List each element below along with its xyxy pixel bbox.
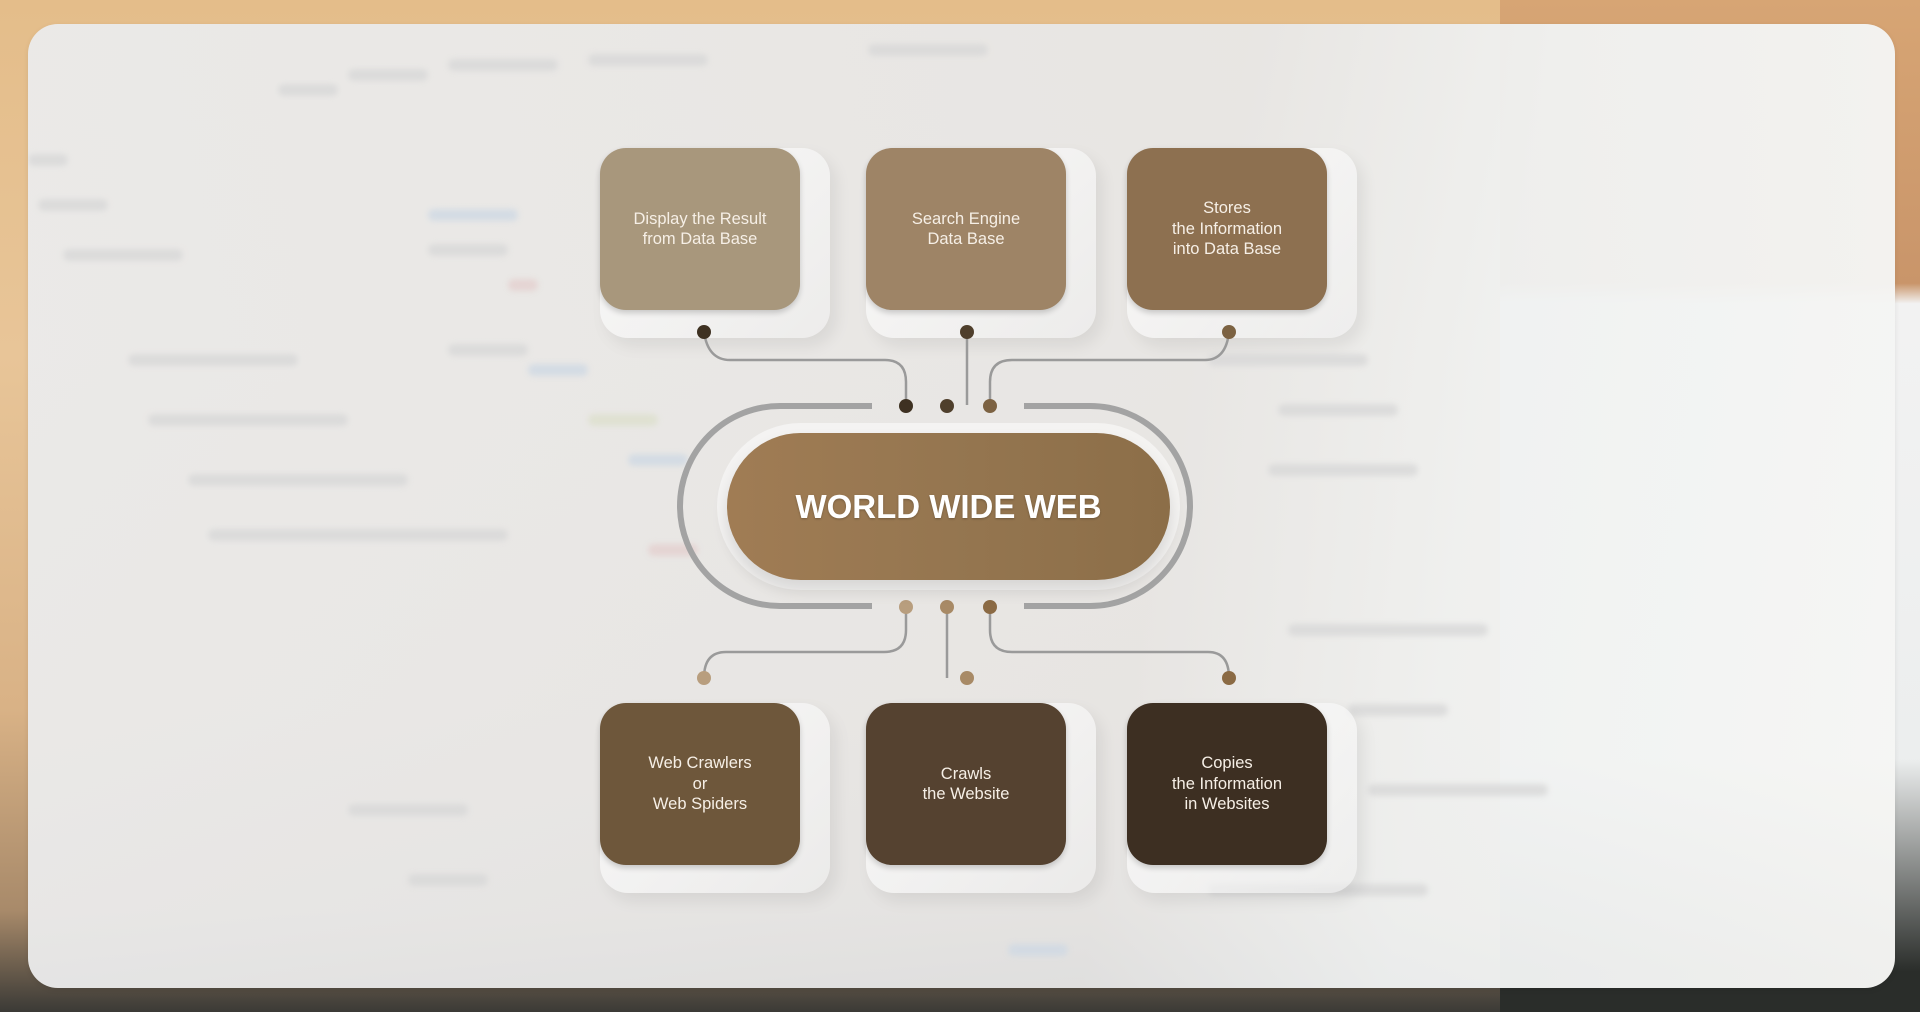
node-label: Copies the Information in Websites [1171, 754, 1283, 814]
node-web-crawlers: Web Crawlers or Web Spiders [600, 703, 800, 865]
connector-dot [983, 399, 997, 413]
node-label: Display the Result from Data Base [633, 209, 767, 249]
connector-dot [960, 671, 974, 685]
blurred-code-line [188, 474, 408, 486]
node-stores-information: Stores the Information into Data Base [1127, 148, 1327, 310]
blurred-code-line [128, 354, 298, 366]
blurred-code-line [1268, 464, 1418, 476]
connector-dot [940, 399, 954, 413]
blurred-code-line [648, 544, 698, 556]
blurred-code-line [38, 199, 108, 211]
blurred-code-line [428, 244, 508, 256]
node-copies-information: Copies the Information in Websites [1127, 703, 1327, 865]
blurred-code-line [348, 804, 468, 816]
blurred-code-line [208, 529, 508, 541]
top-connector-right [988, 331, 1231, 405]
blurred-code-line [528, 364, 588, 376]
blurred-code-line [1348, 704, 1448, 716]
blurred-code-line [1008, 944, 1068, 956]
blurred-code-line [588, 54, 708, 66]
connector-dot [1222, 671, 1236, 685]
blurred-code-line [63, 249, 183, 261]
blurred-code-line [628, 454, 688, 466]
node-label: Search Engine Data Base [911, 209, 1021, 249]
connector-dot [940, 600, 954, 614]
bottom-connector-left [702, 607, 908, 679]
connector-dot [899, 399, 913, 413]
node-label: Stores the Information into Data Base [1171, 199, 1283, 259]
hub-loop-right [1024, 403, 1193, 609]
connector-dot [983, 600, 997, 614]
hub-loop-left [677, 403, 872, 609]
connector-dot [1222, 325, 1236, 339]
node-search-engine-database: Search Engine Data Base [866, 148, 1066, 310]
blurred-code-line [278, 84, 338, 96]
blurred-code-line [508, 279, 538, 291]
hub-world-wide-web: WORLD WIDE WEB [727, 433, 1170, 580]
blurred-code-line [588, 414, 658, 426]
connector-dot [960, 325, 974, 339]
blurred-code-line [1368, 784, 1548, 796]
blurred-code-line [348, 69, 428, 81]
node-label: Web Crawlers or Web Spiders [648, 754, 752, 814]
blurred-code-line [1278, 404, 1398, 416]
connector-dot [899, 600, 913, 614]
blurred-code-line [1288, 624, 1488, 636]
bottom-connector-right [988, 607, 1231, 679]
hub-title: WORLD WIDE WEB [795, 487, 1102, 525]
blurred-code-line [428, 209, 518, 221]
top-connector-left [702, 331, 908, 405]
blurred-code-line [148, 414, 348, 426]
blurred-code-line [408, 874, 488, 886]
blurred-code-line [28, 154, 68, 166]
node-crawls-website: Crawls the Website [866, 703, 1066, 865]
node-label: Crawls the Website [922, 764, 1010, 804]
connector-dot [697, 325, 711, 339]
blurred-code-line [448, 344, 528, 356]
blurred-code-line [868, 44, 988, 56]
node-display-result: Display the Result from Data Base [600, 148, 800, 310]
connector-dot [697, 671, 711, 685]
blurred-code-line [1208, 354, 1368, 366]
blurred-code-line [448, 59, 558, 71]
